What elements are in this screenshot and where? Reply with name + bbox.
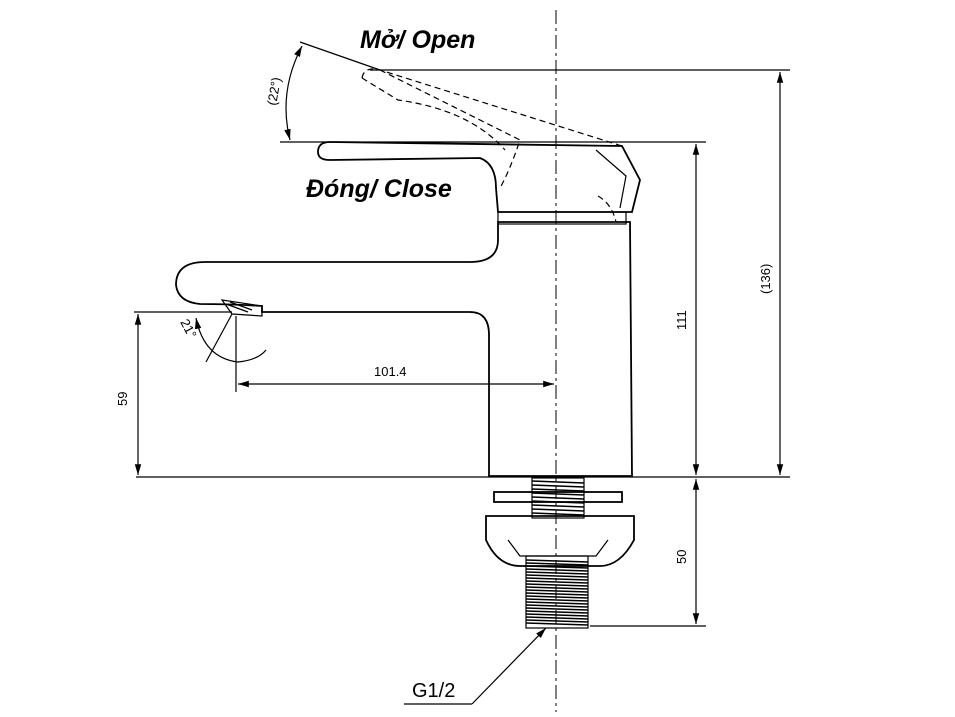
stud-thread-line — [531, 492, 585, 496]
shank-thread-line — [525, 583, 589, 587]
shank-thread-line — [525, 610, 589, 614]
shank-thread-line — [525, 562, 589, 566]
shank-thread-line — [525, 577, 589, 581]
dim-text-body-height: 111 — [674, 310, 689, 330]
shank-thread-line — [525, 622, 589, 626]
shank-thread-line — [525, 580, 589, 584]
shank-thread-line — [525, 589, 589, 593]
shank-thread-line — [525, 598, 589, 602]
dim-lever-angle-arc — [284, 45, 303, 141]
fixing-nut-inner — [507, 539, 609, 557]
dim-spout-angle-arc — [194, 317, 267, 363]
label-open: Mở/ Open — [360, 26, 475, 54]
washer — [493, 491, 623, 503]
thread-label: G1/2 — [412, 680, 455, 702]
stud-thread-line — [531, 496, 585, 500]
aerator — [220, 299, 263, 317]
threaded-stud — [531, 477, 585, 519]
label-close: Đóng/ Close — [306, 175, 452, 203]
spout-angle-ray — [205, 313, 233, 363]
shank-thread-line — [525, 574, 589, 578]
fixing-nut — [485, 515, 635, 567]
shank-thread-line — [525, 571, 589, 575]
thread-leader — [471, 627, 547, 705]
dim-text-spout-reach: 101.4 — [374, 364, 407, 379]
handle-open-arc — [597, 195, 617, 223]
shank-thread-line — [525, 619, 589, 623]
threaded-shank — [525, 555, 589, 629]
stud-thread-line — [531, 508, 585, 512]
handle-closed — [317, 141, 641, 213]
handle-closed-inner — [595, 149, 627, 209]
stud-thread-line — [531, 480, 585, 484]
stud-thread-line — [531, 504, 585, 508]
dim-text-spout-height: 59 — [115, 392, 130, 406]
shank-thread-line — [525, 607, 589, 611]
shank-thread-line — [525, 559, 589, 563]
shank-thread-line — [525, 595, 589, 599]
aerator-hatch — [225, 303, 249, 313]
shank-thread-line — [525, 613, 589, 617]
dim-text-shank-length: 50 — [674, 550, 689, 564]
dim-text-lever-angle: (22°) — [264, 76, 284, 107]
ext-open-angle — [299, 41, 381, 71]
faucet-body — [175, 221, 633, 477]
shank-thread-line — [525, 586, 589, 590]
aerator-hatch-2 — [229, 301, 253, 311]
shank-thread-line — [525, 616, 589, 620]
shank-thread-line — [525, 565, 589, 569]
stud-thread-line — [531, 484, 585, 488]
shank-thread-line — [525, 601, 589, 605]
shank-thread-line — [525, 604, 589, 608]
shank-thread-line — [525, 592, 589, 596]
stud-thread-line — [531, 488, 585, 492]
shank-thread-line — [525, 568, 589, 572]
dim-text-total-height: (136) — [758, 264, 773, 294]
stud-thread-line — [531, 512, 585, 516]
